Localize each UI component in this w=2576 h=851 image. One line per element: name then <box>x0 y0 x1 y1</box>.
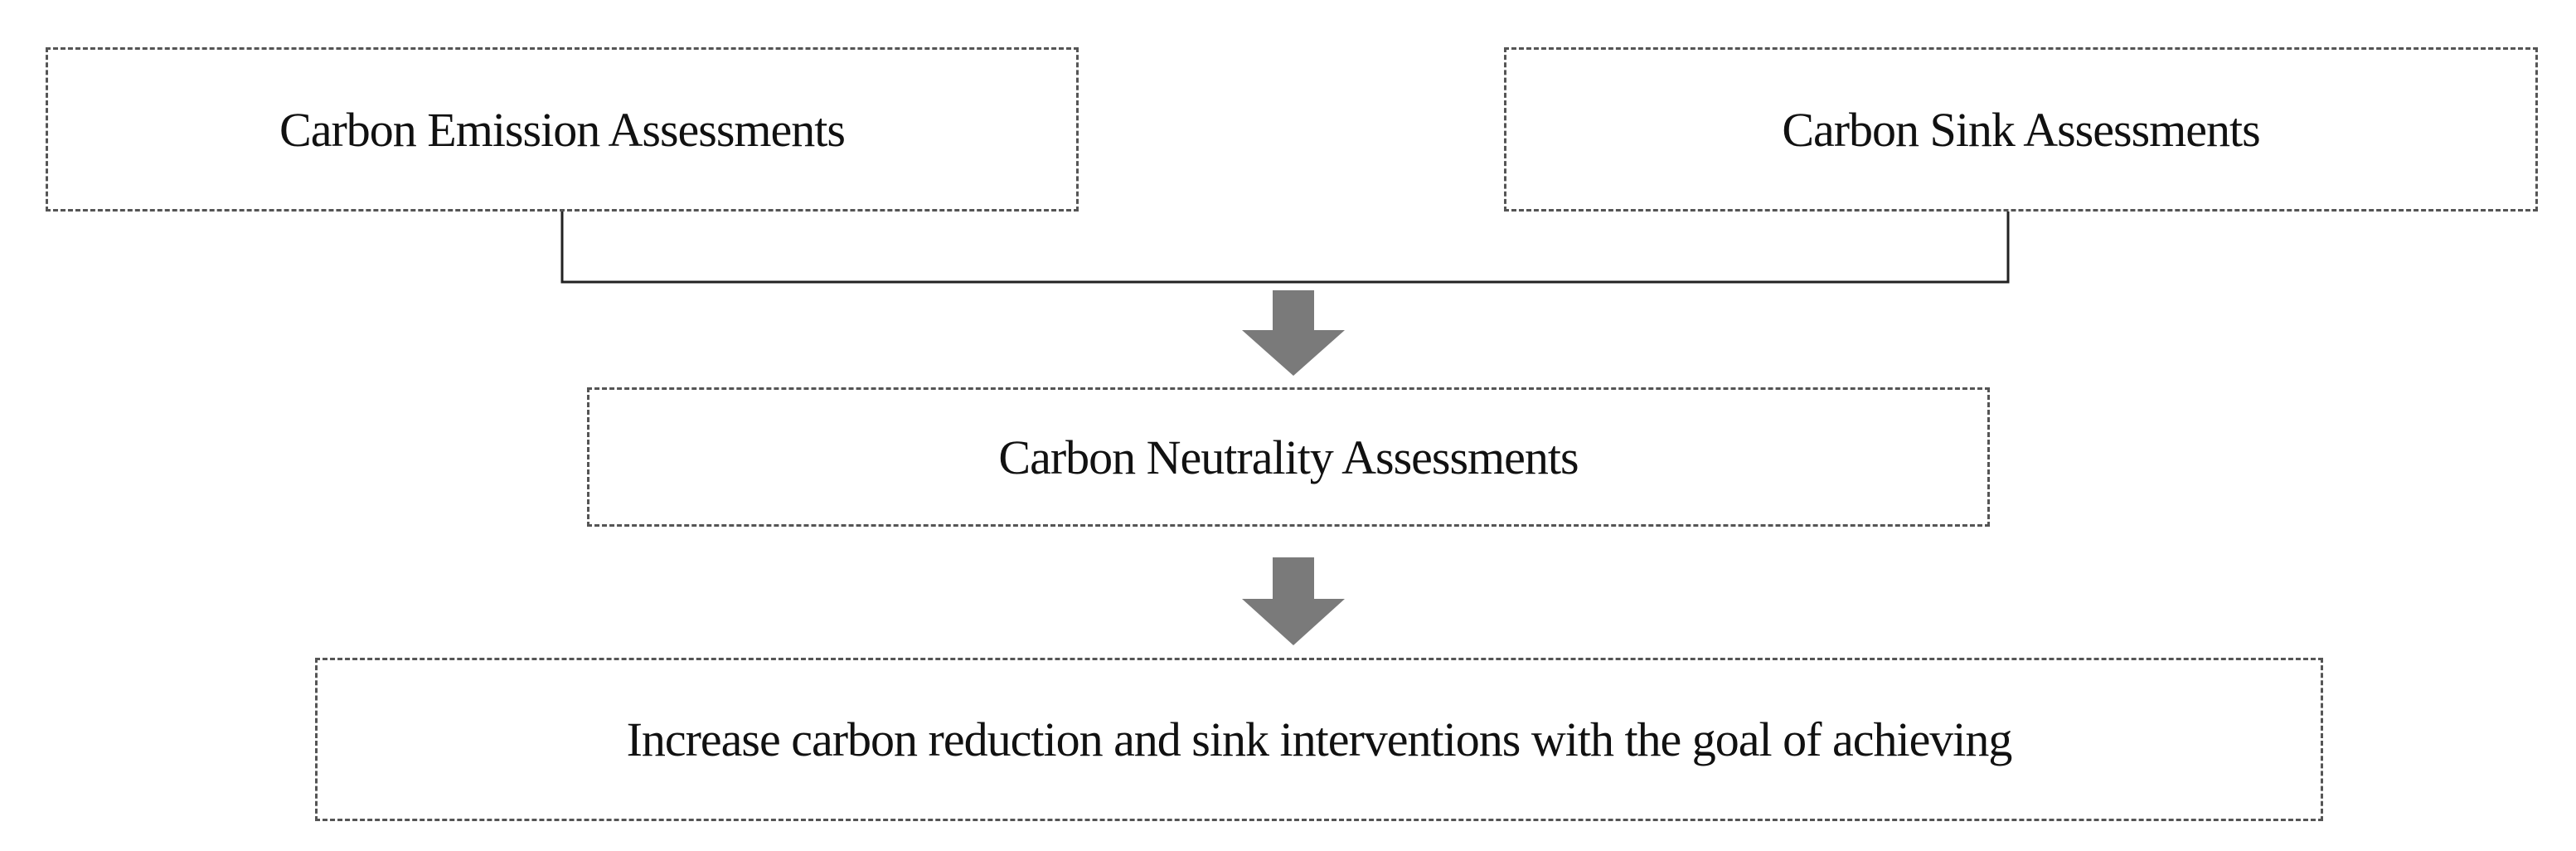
down-arrow-1 <box>1242 290 1345 376</box>
merge-bracket-line <box>560 212 2010 284</box>
increase-interventions-label: Increase carbon reduction and sink inter… <box>626 712 2013 766</box>
carbon-sink-assessments-box: Carbon Sink Assessments <box>1504 47 2538 212</box>
carbon-emission-assessments-box: Carbon Emission Assessments <box>46 47 1079 212</box>
carbon-neutrality-assessments-label: Carbon Neutrality Assessments <box>998 430 1579 484</box>
increase-interventions-box: Increase carbon reduction and sink inter… <box>315 658 2323 821</box>
carbon-sink-assessments-label: Carbon Sink Assessments <box>1782 102 2260 157</box>
down-arrow-2 <box>1242 557 1345 645</box>
carbon-emission-assessments-label: Carbon Emission Assessments <box>279 102 846 157</box>
carbon-neutrality-assessments-box: Carbon Neutrality Assessments <box>587 387 1990 527</box>
